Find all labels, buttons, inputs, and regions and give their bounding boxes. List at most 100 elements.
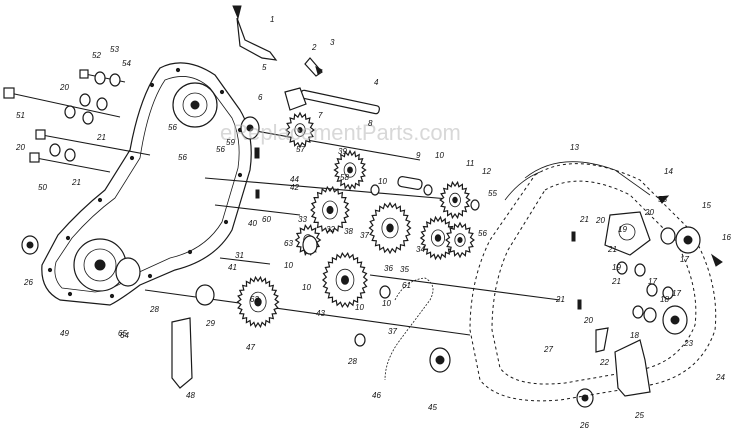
- part-label: 18: [630, 331, 639, 340]
- part-label: 20: [15, 143, 25, 152]
- part-label: 33: [298, 215, 307, 224]
- part-label: 49: [60, 329, 69, 338]
- sprocket-gear: [368, 201, 412, 255]
- part-label: 37: [388, 327, 397, 336]
- collar-65: [115, 257, 141, 287]
- part-label: 54: [122, 59, 131, 68]
- part-label: 10: [435, 151, 444, 160]
- part-label: 41: [228, 263, 237, 272]
- part-label: 56: [478, 229, 487, 238]
- part-label: 64: [120, 331, 129, 340]
- sprocket-gear: [439, 180, 471, 220]
- gear-cluster: [236, 111, 475, 329]
- shift-lever: [232, 5, 380, 115]
- part-label: 19: [618, 225, 627, 234]
- sprocket-gear: [333, 149, 367, 191]
- part-label: 10: [378, 177, 387, 186]
- part-label: 55: [488, 189, 497, 198]
- part-label: 46: [372, 391, 381, 400]
- part-label: 10: [302, 283, 311, 292]
- sprocket-gear: [445, 221, 475, 259]
- part-label: 39: [338, 147, 347, 156]
- right-chain-case-ghost: [469, 163, 717, 402]
- part-label: 28: [347, 357, 357, 366]
- part-label: 7: [318, 111, 323, 120]
- bracket-48: [171, 317, 193, 389]
- sprocket-gear: [310, 185, 350, 235]
- part-label: 21: [96, 133, 106, 142]
- part-label: 56: [178, 153, 187, 162]
- part-label: 59: [226, 138, 235, 147]
- part-label: 19: [612, 263, 621, 272]
- bracket-25: [614, 339, 651, 397]
- part-label: 21: [71, 178, 81, 187]
- part-label: 17: [680, 255, 689, 264]
- chain-case-cover: [524, 161, 651, 196]
- part-label: 21: [579, 215, 589, 224]
- part-label: 56: [216, 145, 225, 154]
- part-label: 34: [416, 245, 425, 254]
- part-label: 26: [23, 278, 33, 287]
- part-label: 48: [186, 391, 195, 400]
- part-label: 20: [583, 316, 593, 325]
- part-label: 52: [92, 51, 101, 60]
- part-label: 51: [16, 111, 25, 120]
- part-label: 20: [595, 216, 605, 225]
- part-label: 27: [543, 345, 553, 354]
- sprocket-gear: [419, 215, 457, 261]
- part-label: 62: [250, 295, 259, 304]
- part-label: 17: [672, 289, 681, 298]
- part-label: 26: [579, 421, 589, 430]
- part-label: 56: [168, 123, 177, 132]
- watermark: eReplacementParts.com: [220, 120, 461, 145]
- drive-chain-46: [384, 277, 434, 381]
- part-label: 37: [360, 231, 369, 240]
- part-label: 4: [374, 78, 379, 87]
- part-label: 21: [555, 295, 565, 304]
- part-label: 44: [290, 175, 299, 184]
- part-label: 1: [270, 15, 274, 24]
- part-label: 40: [248, 219, 257, 228]
- part-label: 55: [658, 195, 667, 204]
- part-label: 47: [246, 343, 255, 352]
- left-washers: [49, 71, 121, 162]
- sprocket-gear: [236, 275, 280, 329]
- part-label: 2: [311, 43, 317, 52]
- part-label: 61: [402, 281, 411, 290]
- part-label: 60: [262, 215, 271, 224]
- part-label: 14: [664, 167, 673, 176]
- part-label: 28: [149, 305, 159, 314]
- part-label: 22: [599, 358, 609, 367]
- part-label: 12: [482, 167, 491, 176]
- spring-22: [595, 327, 609, 353]
- part-label: 16: [722, 233, 731, 242]
- part-label: 58: [340, 173, 349, 182]
- part-label: 21: [611, 277, 621, 286]
- part-label: 11: [466, 159, 474, 168]
- part-label: 25: [634, 411, 644, 420]
- part-label: 17: [648, 277, 657, 286]
- part-label: 18: [660, 295, 669, 304]
- part-label: 20: [644, 208, 654, 217]
- part-label: 43: [316, 309, 325, 318]
- part-label: 53: [110, 45, 119, 54]
- part-label: 29: [205, 319, 215, 328]
- sprocket-gear: [285, 111, 315, 149]
- part-label: 21: [607, 245, 617, 254]
- part-label: 8: [368, 119, 373, 128]
- part-label: 13: [570, 143, 579, 152]
- part-label: 57: [296, 145, 305, 154]
- part-label: 31: [235, 251, 244, 260]
- flange-holes: [47, 67, 243, 299]
- part-label: 45: [428, 403, 437, 412]
- part-label: 6: [258, 93, 263, 102]
- long-bolts: [3, 69, 151, 173]
- part-label: 23: [683, 339, 693, 348]
- right-flange: [604, 211, 651, 256]
- part-label: 42: [290, 183, 299, 192]
- part-label: 32: [326, 225, 335, 234]
- part-label: 20: [59, 83, 69, 92]
- part-label: 15: [702, 201, 711, 210]
